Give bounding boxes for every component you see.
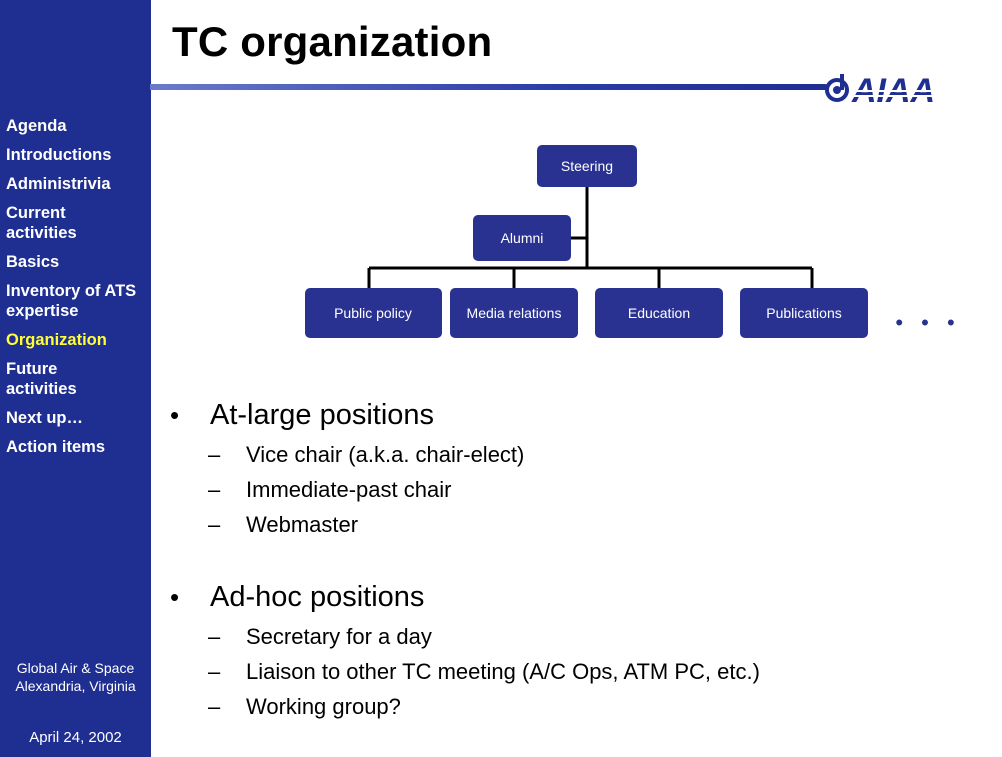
- nav-item-action-items[interactable]: Action items: [6, 438, 106, 456]
- nav-item-organization[interactable]: Organization: [6, 331, 107, 349]
- date-label: April 24, 2002: [29, 729, 122, 746]
- sub-bullet-text: Webmaster: [246, 512, 359, 537]
- nav-item-inventory[interactable]: Inventory of ATS expertise: [6, 282, 137, 320]
- nav-item-current-activities[interactable]: Current activities: [6, 204, 77, 242]
- org-chart-connectors: [367, 187, 814, 288]
- title-divider: [150, 84, 828, 90]
- sub-bullet-text: Vice chair (a.k.a. chair-elect): [246, 442, 525, 467]
- org-node-media-relations[interactable]: Media relations: [450, 288, 578, 338]
- org-node-steering[interactable]: Steering: [537, 145, 637, 187]
- bullet-heading: At-large positions: [210, 399, 435, 431]
- org-node-publications[interactable]: Publications: [740, 288, 868, 338]
- org-node-education-label: Education: [628, 305, 690, 321]
- sub-bullet-text: Immediate-past chair: [246, 477, 452, 502]
- org-node-publications-label: Publications: [766, 305, 842, 321]
- sub-bullet-text: Secretary for a day: [246, 624, 432, 649]
- org-node-media-relations-label: Media relations: [467, 305, 562, 321]
- page-title: TC organization: [172, 18, 493, 65]
- org-node-alumni[interactable]: Alumni: [473, 215, 571, 261]
- sub-bullet: – Secretary for a day: [170, 619, 990, 654]
- org-node-public-policy[interactable]: Public policy: [305, 288, 442, 338]
- nav-item-basics[interactable]: Basics: [6, 253, 60, 271]
- bullet-dot-icon: •: [170, 400, 180, 430]
- venue-line-2: Alexandria, Virginia: [15, 678, 136, 694]
- nav-item-next-up[interactable]: Next up…: [6, 409, 84, 427]
- org-node-education[interactable]: Education: [595, 288, 723, 338]
- sidebar: Agenda Introductions Administrivia Curre…: [0, 0, 151, 757]
- ellipsis-icon: • • •: [895, 310, 960, 335]
- bullet-at-large: • At-large positions: [170, 393, 990, 437]
- dash-icon: –: [208, 659, 221, 684]
- dash-icon: –: [208, 624, 221, 649]
- sub-bullet: – Webmaster: [170, 507, 990, 542]
- bullet-ad-hoc: • Ad-hoc positions: [170, 575, 990, 619]
- bullet-content: • At-large positions – Vice chair (a.k.a…: [170, 393, 990, 724]
- bullet-heading: Ad-hoc positions: [210, 581, 425, 613]
- section-gap: [170, 542, 990, 575]
- venue-line-1: Global Air & Space: [16, 660, 135, 676]
- dash-icon: –: [208, 442, 221, 467]
- sub-bullet: – Vice chair (a.k.a. chair-elect): [170, 437, 990, 472]
- nav-item-agenda[interactable]: Agenda: [6, 117, 67, 135]
- org-node-alumni-label: Alumni: [501, 230, 544, 246]
- sub-bullet: – Liaison to other TC meeting (A/C Ops, …: [170, 654, 990, 689]
- sub-bullet: – Immediate-past chair: [170, 472, 990, 507]
- org-node-public-policy-label: Public policy: [334, 305, 412, 321]
- dash-icon: –: [208, 477, 221, 502]
- aiaa-logo: AIAA: [825, 72, 1002, 108]
- bullet-dot-icon: •: [170, 582, 180, 612]
- nav-item-introductions[interactable]: Introductions: [6, 146, 112, 164]
- org-node-steering-label: Steering: [561, 158, 613, 174]
- nav-item-future-activities[interactable]: Future activities: [6, 360, 77, 398]
- sub-bullet-text: Liaison to other TC meeting (A/C Ops, AT…: [246, 659, 760, 684]
- logo-emblem-icon: [825, 74, 849, 102]
- sidebar-nav: Agenda Introductions Administrivia Curre…: [6, 116, 148, 466]
- nav-item-administrivia[interactable]: Administrivia: [6, 175, 111, 193]
- dash-icon: –: [208, 694, 221, 719]
- dash-icon: –: [208, 512, 221, 537]
- sub-bullet: – Working group?: [170, 689, 990, 724]
- sub-bullet-text: Working group?: [246, 694, 401, 719]
